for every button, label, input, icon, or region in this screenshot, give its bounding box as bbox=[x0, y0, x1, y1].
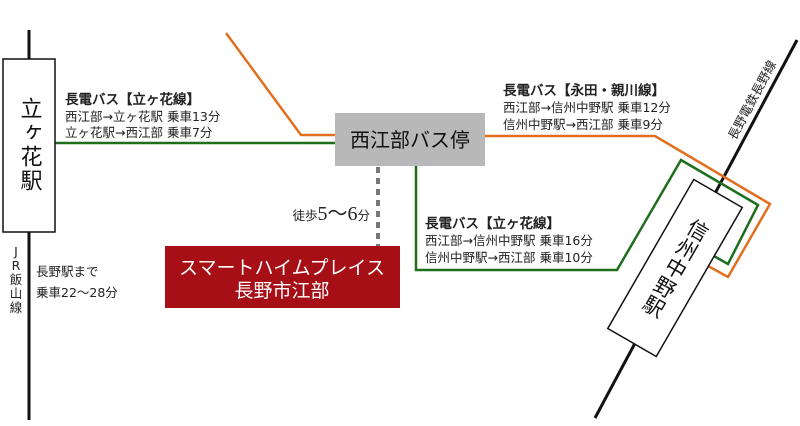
tachigahana-station[interactable]: 立ヶ花駅 bbox=[2, 58, 56, 233]
jr-label-char: 線 bbox=[10, 300, 23, 315]
tachigahana-station-label: 立ヶ花駅 bbox=[17, 97, 43, 193]
route-time: 信州中野駅→西江部 乗車9分 bbox=[503, 117, 663, 132]
route-time: 立ヶ花駅→西江部 乗車7分 bbox=[65, 125, 212, 140]
jr-label-char: J bbox=[13, 244, 18, 259]
shinshu-nakano-station[interactable]: 信州中野駅 bbox=[606, 178, 744, 358]
green-bus-route-east bbox=[414, 158, 760, 272]
property-name: スマートハイムプレイス bbox=[179, 257, 385, 279]
jr-label-char: 飯 bbox=[10, 272, 23, 287]
route-time: 西江部→信州中野駅 乗車12分 bbox=[503, 100, 671, 115]
property-box[interactable]: スマートハイムプレイス 長野市江部 bbox=[165, 246, 400, 308]
jr-label-char: 山 bbox=[10, 286, 23, 301]
route-info-nagata-oyakawa: 長電バス【永田・親川線】 西江部→信州中野駅 乗車12分 信州中野駅→西江部 乗… bbox=[503, 82, 671, 132]
route-title: 長電バス【立ヶ花線】 bbox=[425, 215, 560, 232]
walk-label: 徒歩5〜6分 bbox=[292, 203, 370, 225]
orange-bus-route-east bbox=[485, 134, 772, 279]
jr-note-line1: 長野駅まで bbox=[36, 264, 99, 279]
route-info-tachigahana: 長電バス【立ヶ花線】 西江部→立ヶ花駅 乗車13分 立ヶ花駅→西江部 乗車7分 bbox=[65, 91, 220, 140]
route-info-tachigahana-nakano: 長電バス【立ヶ花線】 西江部→信州中野駅 乗車16分 信州中野駅→西江部 乗車1… bbox=[425, 215, 593, 265]
nagaden-line-label: 長野電鉄長野線 bbox=[725, 57, 780, 142]
property-location: 長野市江部 bbox=[234, 280, 329, 302]
route-time: 信州中野駅→西江部 乗車10分 bbox=[425, 250, 593, 265]
route-time: 西江部→立ヶ花駅 乗車13分 bbox=[65, 109, 220, 124]
orange-bus-route-west bbox=[224, 32, 335, 137]
route-title: 長電バス【永田・親川線】 bbox=[503, 82, 665, 99]
jr-note-line2: 乗車22〜28分 bbox=[36, 285, 118, 300]
route-title: 長電バス【立ヶ花線】 bbox=[65, 91, 200, 108]
jr-label-char: R bbox=[12, 258, 21, 273]
bus-stop-label: 西江部バス停 bbox=[350, 128, 470, 152]
jr-iiyama-line-label: J R 飯 山 線 bbox=[6, 240, 26, 316]
route-time: 西江部→信州中野駅 乗車16分 bbox=[425, 233, 593, 248]
bus-stop-nishiebe[interactable]: 西江部バス停 bbox=[335, 113, 485, 166]
